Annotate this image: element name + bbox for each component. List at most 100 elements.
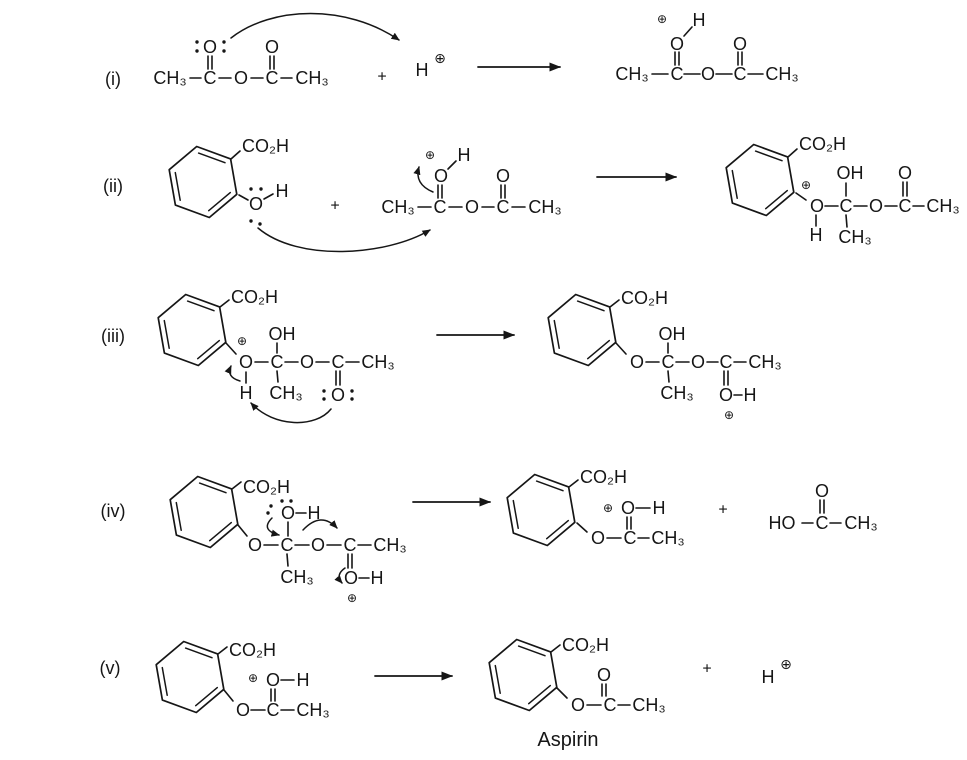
plus-charge-icon: ⊕ (237, 334, 247, 348)
protonated-acetic-anhydride: CH₃ C O C CH₃ O H ⊕ O (615, 10, 798, 84)
atom-c: C (662, 352, 675, 372)
group-co2h: CO₂H (580, 467, 627, 487)
atom-ch3: CH₃ (381, 197, 414, 217)
aromatic-double-bond-line (174, 171, 181, 202)
atom-c: C (332, 352, 345, 372)
proton-transferred-intermediate: CO₂H O OH C O C CH₃ CH₃ O H ⊕ (547, 288, 782, 422)
plus-charge-icon: ⊕ (248, 671, 258, 685)
benzene-ring (725, 143, 795, 217)
benzene-ring-outline (155, 640, 225, 714)
bond-line (219, 299, 230, 308)
benzene-ring-outline (169, 475, 239, 549)
lone-pair-dot (249, 219, 253, 223)
lone-pair-dot (222, 40, 226, 44)
atom-c: C (734, 64, 747, 84)
atom-h: H (308, 503, 321, 523)
atom-h: H (276, 181, 289, 201)
bond-line (223, 689, 234, 702)
atom-o: O (815, 481, 829, 501)
bond-line (683, 26, 693, 37)
atom-o: O (869, 196, 883, 216)
benzene-ring (168, 145, 238, 219)
bond-line (231, 481, 242, 490)
bond-line (556, 687, 568, 699)
curved-arrow (413, 166, 434, 193)
plus-charge-icon: ⊕ (347, 591, 357, 605)
atom-o: O (344, 568, 358, 588)
step-label-iv: (iv) (101, 501, 126, 521)
atom-h: H (762, 667, 775, 687)
atom-o: O (621, 498, 635, 518)
atom-ch3: CH₃ (651, 528, 684, 548)
group-ho: HO (769, 513, 796, 533)
aromatic-double-bond-line (545, 519, 570, 540)
bond-line (225, 342, 237, 355)
proton: H ⊕ (762, 656, 792, 687)
aromatic-double-bond-line (517, 645, 546, 657)
atom-o: O (311, 535, 325, 555)
atom-c: C (204, 68, 217, 88)
aromatic-double-bond-line (764, 189, 789, 210)
tetrahedral-intermediate: CO₂H ⊕ O OH C O C CH₃ H CH₃ O (157, 287, 395, 424)
plus-charge-icon: ⊕ (724, 408, 734, 422)
benzene-ring (488, 638, 558, 712)
bond-line (795, 192, 807, 201)
aromatic-double-bond-line (731, 169, 738, 200)
atom-o: O (630, 352, 644, 372)
protonated-acetic-anhydride: CH₃ C O C CH₃ O H ⊕ O (381, 145, 561, 217)
atom-ch3: CH₃ (660, 383, 693, 403)
aromatic-double-bond-line (553, 319, 560, 350)
lone-pair-dot (289, 499, 293, 503)
lone-pair-dot (249, 187, 253, 191)
atom-ch3: CH₃ (269, 383, 302, 403)
acetic-anhydride: CH₃ C O C CH₃ O O (153, 37, 328, 88)
atom-c: C (899, 196, 912, 216)
atom-h: H (810, 225, 823, 245)
group-oh: OH (269, 324, 296, 344)
lone-pair-dot (322, 389, 326, 393)
bond-line (447, 160, 457, 170)
benzene-ring (157, 293, 227, 367)
aromatic-double-bond-line (512, 499, 519, 530)
step-iii: (iii) CO₂H ⊕ O OH C O C CH₃ H CH₃ O (101, 287, 782, 424)
atom-h: H (240, 383, 253, 403)
lone-pair-dot (269, 504, 273, 508)
group-oh: OH (837, 163, 864, 183)
atom-o: O (733, 34, 747, 54)
bond-line (615, 342, 627, 355)
atom-o: O (203, 37, 217, 57)
atom-o: O (281, 503, 295, 523)
atom-o: O (266, 670, 280, 690)
lone-pair-dot (258, 222, 262, 226)
atom-c: C (271, 352, 284, 372)
tetrahedral-intermediate: CO₂H ⊕ O H OH C O C CH₃ CH₃ O (725, 134, 960, 247)
benzene-ring-outline (157, 293, 227, 367)
lone-pair-dot (350, 389, 354, 393)
group-co2h: CO₂H (242, 136, 289, 156)
atom-h: H (744, 385, 757, 405)
atom-ch3: CH₃ (844, 513, 877, 533)
aromatic-double-bond-line (527, 684, 552, 705)
benzene-ring (506, 473, 576, 547)
bond-line (286, 553, 289, 567)
atom-h: H (458, 145, 471, 165)
aromatic-double-bond-line (186, 300, 215, 312)
bond-line (667, 370, 670, 383)
group-co2h: CO₂H (799, 134, 846, 154)
group-co2h: CO₂H (229, 640, 276, 660)
atom-c: C (267, 700, 280, 720)
atom-o: O (434, 166, 448, 186)
benzene-ring (169, 475, 239, 549)
atom-o: O (239, 352, 253, 372)
aromatic-double-bond-line (754, 150, 783, 162)
lone-pair-dot (259, 187, 263, 191)
aromatic-double-bond-line (161, 666, 168, 697)
atom-c: C (604, 695, 617, 715)
atom-ch3: CH₃ (361, 352, 394, 372)
step-i: (i) CH₃ C O C CH₃ O O + H ⊕ (105, 10, 799, 89)
benzene-ring-outline (547, 293, 617, 367)
atom-ch3: CH₃ (838, 227, 871, 247)
curved-arrow (224, 365, 241, 382)
aromatic-double-bond-line (208, 521, 233, 542)
aromatic-double-bond-line (196, 339, 221, 360)
